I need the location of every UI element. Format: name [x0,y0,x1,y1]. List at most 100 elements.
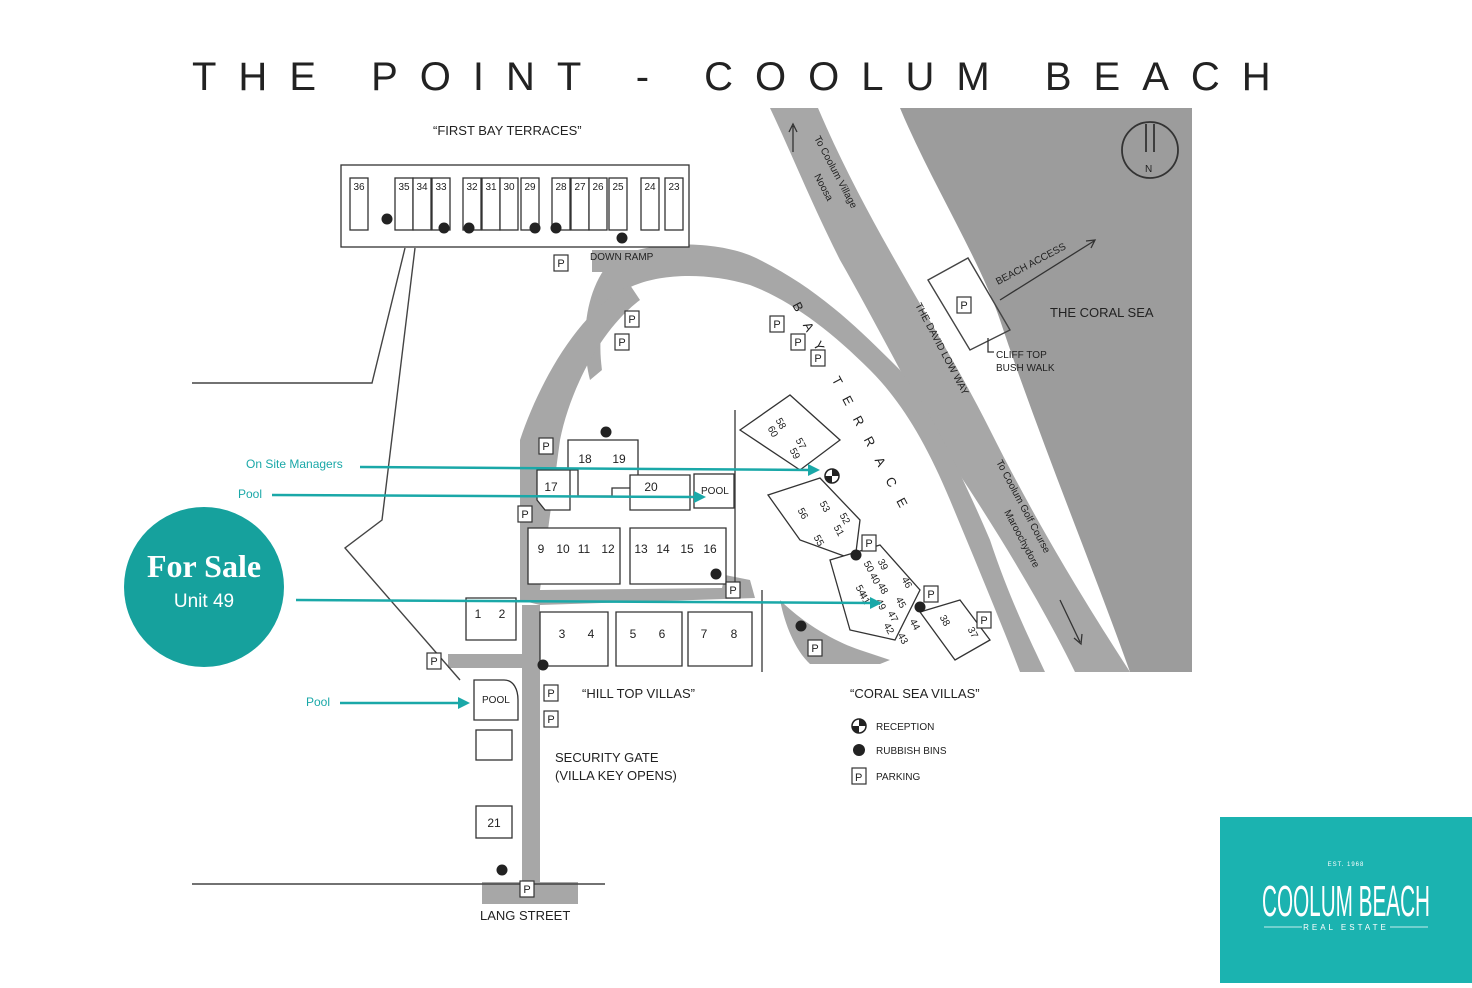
unit-number: 15 [680,542,694,556]
down-ramp-road [592,250,692,272]
bin-dot [616,232,628,244]
unit-number: 2 [499,607,506,621]
managers-arrow-head-icon [808,464,820,476]
arrow-north-icon [788,122,798,152]
first-bay-unit [640,177,660,231]
first-bay-unit [499,177,519,231]
first-bay-unit-number: 34 [416,182,428,193]
units-9-12 [527,527,621,585]
inner-loop-road [520,285,755,605]
unit-number: 8 [731,627,738,641]
entry-road [522,605,540,885]
parking-letter: P [729,585,736,597]
coral-unit-number: 46 [899,575,914,590]
first-bay-unit-number: 28 [555,182,567,193]
coral-unit-number: 38 [937,613,952,628]
first-bay-unit-number: 25 [612,182,624,193]
agency-logo[interactable]: EST. 1968 COOLUM BEACH REAL ESTATE [1220,817,1472,983]
logo-background [1220,817,1472,983]
first-bay-label: “FIRST BAY TERRACES” [433,123,582,138]
first-bay-unit-number: 36 [353,182,365,193]
unit-number: 7 [701,627,708,641]
parking-letter: P [521,509,528,521]
units-7-8 [687,611,753,667]
for-sale-circle [124,507,284,667]
parking-marker [810,349,826,367]
coral-unit-number: 55 [811,533,826,548]
north-label: N [1145,164,1152,175]
parking-marker [807,639,823,657]
pool-upper-arrow-head-icon [694,491,706,503]
first-bay-unit-number: 33 [435,182,447,193]
for-sale-badge[interactable]: For Sale Unit 49 [124,507,284,667]
bin-dot [537,659,549,671]
legend-bins: RUBBISH BINS [876,746,947,757]
for-sale-unit: Unit 49 [174,591,234,612]
coral-sea-villas-label: “CORAL SEA VILLAS” [850,686,980,701]
bush-walk-label: BUSH WALK [996,363,1055,374]
coral-unit-number: 56 [795,506,810,521]
legend-parking: PARKING [876,772,920,783]
unit-number: 19 [612,452,626,466]
coral-sea-area [900,108,1192,672]
lang-street-label: LANG STREET [480,908,570,923]
first-bay-unit [349,177,369,231]
units-55-60 [738,394,842,471]
parking-letter: P [523,884,530,896]
north-compass: N [1121,121,1179,179]
bin-dot [914,601,926,613]
pool-upper-box [693,473,735,509]
arrow-south-icon [1059,599,1083,646]
unit-20 [629,474,691,511]
legend-parking-icon [851,767,867,785]
unit-number: 10 [556,542,570,556]
logo-sub: REAL ESTATE [1303,923,1389,932]
coral-unit-number: 59 [787,446,802,461]
legend-reception: RECEPTION [876,722,934,733]
parking-marker [543,684,559,702]
cliff-top-label: CLIFF TOP [996,350,1047,361]
parking-marker [538,437,554,455]
parking-letter: P [542,441,549,453]
bin-dot [529,222,541,234]
parking-marker [725,581,741,599]
coral-unit-number: 60 [765,424,780,439]
unit-number: 3 [559,627,566,641]
first-bay-unit [664,177,684,231]
parking-letter: P [980,615,987,627]
parking-marker [553,254,569,272]
units-37-38 [918,599,991,661]
first-bay-unit-number: 30 [503,182,515,193]
gate-house [475,729,513,761]
parking-letter: P [773,319,780,331]
unit-number: 16 [703,542,717,556]
parking-letter: P [430,656,437,668]
parking-marker [614,333,630,351]
map-title: THE POINT - COOLUM BEACH [192,55,1293,99]
parking-letter: P [628,314,635,326]
david-low-way-road [770,108,1130,672]
security-gate-label: SECURITY GATE [555,750,659,765]
villa-key-label: (VILLA KEY OPENS) [555,768,677,783]
units-3-4 [539,611,609,667]
unit-21-box [475,805,513,839]
first-bay-unit-number: 27 [574,182,586,193]
down-ramp-label: DOWN RAMP [590,252,654,263]
unit-49-arrow-head-icon [870,597,882,609]
unit-number: 4 [588,627,595,641]
cliff-arrow-icon [987,338,994,353]
pool-lower-arrow-head-icon [458,697,470,709]
first-bay-unit [608,177,628,231]
on-site-managers-label: On Site Managers [246,457,343,471]
bin-dot [438,222,450,234]
parking-marker [956,296,972,314]
parking-marker [543,710,559,728]
parking-marker [519,880,535,898]
legend: RECEPTION RUBBISH BINS P PARKING [851,718,947,785]
coral-unit-number: 39 [875,557,890,572]
first-bay-unit-number: 24 [644,182,656,193]
first-bay-unit [588,177,608,231]
